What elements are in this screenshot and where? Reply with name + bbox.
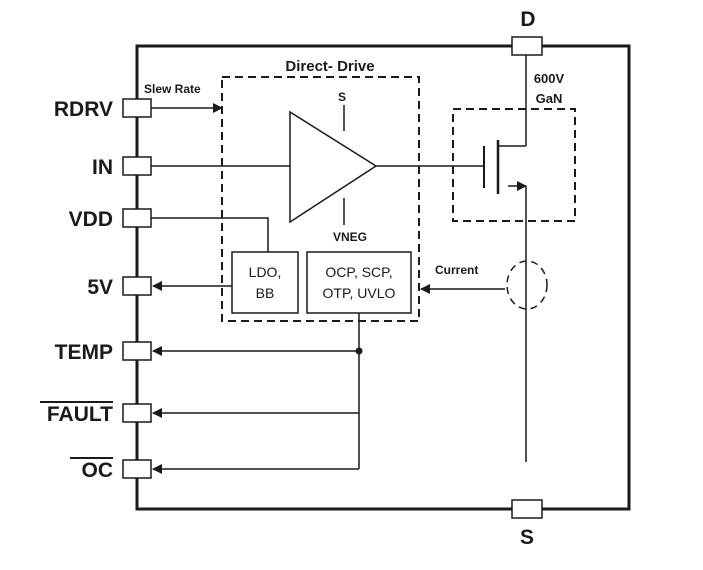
ocp-scp-label: OCP, SCP, [325, 264, 392, 280]
slew-rate-label: Slew Rate [144, 82, 201, 96]
pin-label-5v: 5V [87, 276, 113, 299]
direct-drive-title: Direct- Drive [285, 58, 374, 75]
current-sense-ring [506, 260, 548, 310]
pin-label-vdd: VDD [69, 208, 113, 231]
current-label: Current [435, 263, 478, 277]
pin-pad-in [122, 156, 152, 176]
pin-pad-rdrv [122, 98, 152, 118]
gan-fet-block [452, 108, 576, 222]
gan-label: GaN [536, 91, 563, 106]
ldo-label: LDO, [249, 264, 282, 280]
pin-label-temp: TEMP [55, 341, 113, 364]
bb-label: BB [256, 285, 275, 301]
s-node-label: S [338, 90, 346, 104]
pin-pad-oc [122, 459, 152, 479]
pin-pad-vdd [122, 208, 152, 228]
gan-fet-symbol [483, 98, 527, 194]
pin-pad-temp [122, 341, 152, 361]
pin-pad-s [511, 499, 543, 519]
pin-label-oc: OC [82, 459, 114, 482]
gan-voltage-label: 600V [534, 71, 565, 86]
direct-drive-block [221, 76, 420, 322]
pin-label-fault: FAULT [47, 403, 113, 426]
pin-label-rdrv: RDRV [54, 98, 113, 121]
pin-label-in: IN [92, 156, 113, 179]
ldo-bb-block [231, 251, 299, 314]
vneg-label: VNEG [333, 230, 367, 244]
pin-label-s: S [520, 526, 534, 549]
protection-block [306, 251, 412, 314]
pin-pad-d [511, 36, 543, 56]
pin-pad-fault [122, 403, 152, 423]
otp-uvlo-label: OTP, UVLO [323, 285, 396, 301]
pin-label-d: D [520, 8, 535, 31]
pin-pad-5v [122, 276, 152, 296]
vdd-supply-line [151, 217, 269, 252]
driver-amplifier [289, 110, 378, 224]
